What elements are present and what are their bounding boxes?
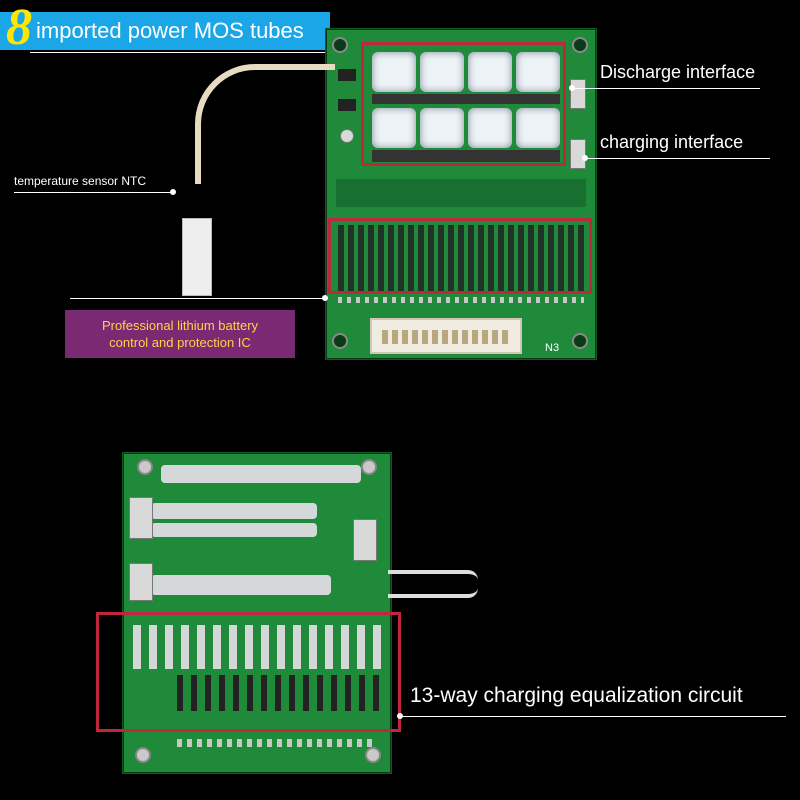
header-pointer-line [30,52,350,53]
connector-label: N3 [545,342,560,354]
charging-interface-label: charging interface [600,132,744,152]
transistor-array [177,675,381,711]
connector-n3 [370,318,522,354]
ic-pointer-dot [322,295,328,301]
charging-pointer-dot [582,155,588,161]
mounting-hole [572,333,588,349]
copper-strip [161,465,361,483]
pin-header [177,739,377,747]
mos-tube [516,108,560,148]
mounting-hole [572,37,588,53]
ntc-pointer-line [14,192,174,193]
discharge-pointer-dot [569,85,575,91]
ntc-sensor [182,218,212,296]
header-title: imported power MOS tubes [36,18,304,43]
bottom-wires [388,570,478,598]
mos-tube [420,52,464,92]
discharge-terminal [570,79,586,109]
ntc-pointer-dot [170,189,176,195]
resistor-array [133,625,381,669]
mos-tube [468,108,512,148]
smd-component [338,99,356,111]
discharge-pointer-line [572,88,760,89]
pin-row [338,297,584,303]
header-number: 8 [6,0,32,56]
ic-highlight-box [328,218,592,294]
charging-terminal [570,139,586,169]
mounting-hole [332,37,348,53]
screw [361,459,377,475]
copper-strip [151,503,317,519]
mos-tube [516,52,560,92]
mos-body [372,94,560,104]
mos-tube [372,108,416,148]
terminal-pad [129,563,153,601]
ntc-wire [195,64,335,184]
smd-component [338,69,356,81]
terminal-pad [129,497,153,539]
equalization-pointer-line [400,716,786,717]
ic-label-line2: control and protection IC [109,335,251,350]
mos-tube [372,52,416,92]
copper-strip [151,575,331,595]
mos-highlight-box [361,42,566,166]
ic-label-box: Professional lithium battery control and… [65,310,295,358]
ic-area [338,225,584,293]
header-banner: 8 imported power MOS tubes [0,0,330,56]
discharge-interface-label: Discharge interface [600,62,756,82]
connector-pins [382,330,510,344]
screw [365,747,381,763]
ntc-label: temperature sensor NTC [14,174,147,188]
equalization-pointer-dot [397,713,403,719]
mos-tube [468,52,512,92]
ic-label-line1: Professional lithium battery [101,318,259,333]
equalization-label: 13-way charging equalization circuit [410,684,743,707]
terminal-pad [340,129,354,143]
copper-strip [151,523,317,537]
mos-tube-group [368,48,568,166]
component-row [336,179,586,207]
mos-tube [420,108,464,148]
equalization-highlight-box [96,612,401,732]
mos-body [372,150,560,162]
charging-pointer-line [585,158,770,159]
screw [135,747,151,763]
ic-pointer-line [70,298,328,299]
mounting-hole [332,333,348,349]
terminal-pad [353,519,377,561]
screw [137,459,153,475]
